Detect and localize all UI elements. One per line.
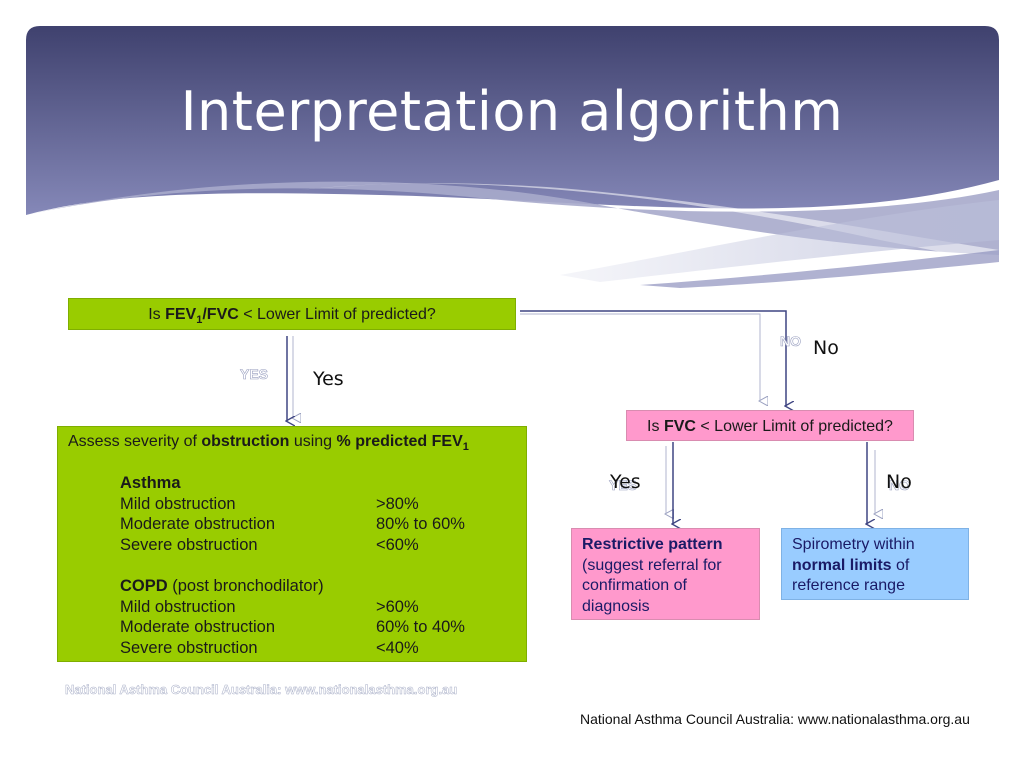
q1-text-sub: 1 <box>196 314 203 327</box>
copd-row-value: 60% to 40% <box>376 618 465 636</box>
copd-heading: COPD (post bronchodilator) <box>120 577 324 596</box>
assess-heading: Assess severity of obstruction using % p… <box>68 433 469 453</box>
asthma-row-value: <60% <box>376 536 419 554</box>
normal-pre: Spirometry within <box>792 536 915 553</box>
arrow-q1-no <box>520 310 786 406</box>
ghost-yes-label-2: YES <box>609 477 638 494</box>
ghost-footer-source: National Asthma Council Australia: www.n… <box>65 682 458 698</box>
q1-text-fvc: /FVC <box>202 306 239 323</box>
normal-limits-box: Spirometry within normal limits of refer… <box>781 528 969 600</box>
arrow-q1-no-ghost <box>520 313 760 401</box>
restrictive-note: (suggest referral for confirmation of di… <box>582 556 722 615</box>
asthma-row-label: Mild obstruction <box>120 495 236 513</box>
assess-mid: using <box>289 433 337 450</box>
copd-row-label: Mild obstruction <box>120 598 236 616</box>
assess-sub: 1 <box>462 441 469 454</box>
ghost-no-label: NO <box>780 333 802 350</box>
asthma-heading-text: Asthma <box>120 474 181 492</box>
assess-pre: Assess severity of <box>68 433 202 450</box>
q1-text-fev: FEV <box>165 306 197 323</box>
copd-row-label: Moderate obstruction <box>120 618 276 636</box>
assess-fev: % predicted FEV <box>336 433 463 450</box>
normal-bold: normal limits <box>792 556 892 574</box>
decision-fvc: Is FVC < Lower Limit of predicted? <box>626 410 914 441</box>
restrictive-title: Restrictive pattern <box>582 536 723 553</box>
q2-text-fvc: FVC <box>663 418 696 435</box>
copd-note: (post bronchodilator) <box>167 577 324 595</box>
copd-row-value: <40% <box>376 639 419 657</box>
asthma-row-label: Severe obstruction <box>120 536 258 554</box>
page-title: Interpretation algorithm <box>180 80 844 143</box>
decision-fev1-fvc: Is FEV1/FVC < Lower Limit of predicted? <box>68 298 516 330</box>
no-label-1: No <box>813 337 839 359</box>
header-banner: Interpretation algorithm <box>0 0 1024 300</box>
q2-text-post: < Lower Limit of predicted? <box>695 418 893 435</box>
banner-graphic <box>26 26 999 288</box>
q2-text-pre: Is <box>647 418 664 435</box>
q1-text-pre: Is <box>148 306 166 323</box>
yes-label-2: Yes <box>610 471 641 493</box>
yes-label-1: Yes <box>313 368 344 390</box>
copd-heading-text: COPD <box>120 577 168 595</box>
copd-row-label: Severe obstruction <box>120 639 258 657</box>
normal-post: of reference range <box>792 556 910 595</box>
no-label-2: No <box>886 471 912 493</box>
q1-text-post: < Lower Limit of predicted? <box>238 306 436 323</box>
restrictive-pattern-box: Restrictive pattern (suggest referral fo… <box>571 528 760 620</box>
footer-source: National Asthma Council Australia: www.n… <box>580 711 970 727</box>
asthma-row-value: >80% <box>376 495 419 513</box>
ghost-no-label-2: NO <box>889 477 911 494</box>
asthma-heading: Asthma <box>120 474 181 493</box>
obstruction-severity-box: Assess severity of obstruction using % p… <box>57 426 527 662</box>
asthma-row-value: 80% to 60% <box>376 515 465 533</box>
ghost-yes-label: YES <box>240 366 269 383</box>
copd-row-value: >60% <box>376 598 419 616</box>
assess-obstruction: obstruction <box>201 433 290 450</box>
asthma-row-label: Moderate obstruction <box>120 515 276 533</box>
